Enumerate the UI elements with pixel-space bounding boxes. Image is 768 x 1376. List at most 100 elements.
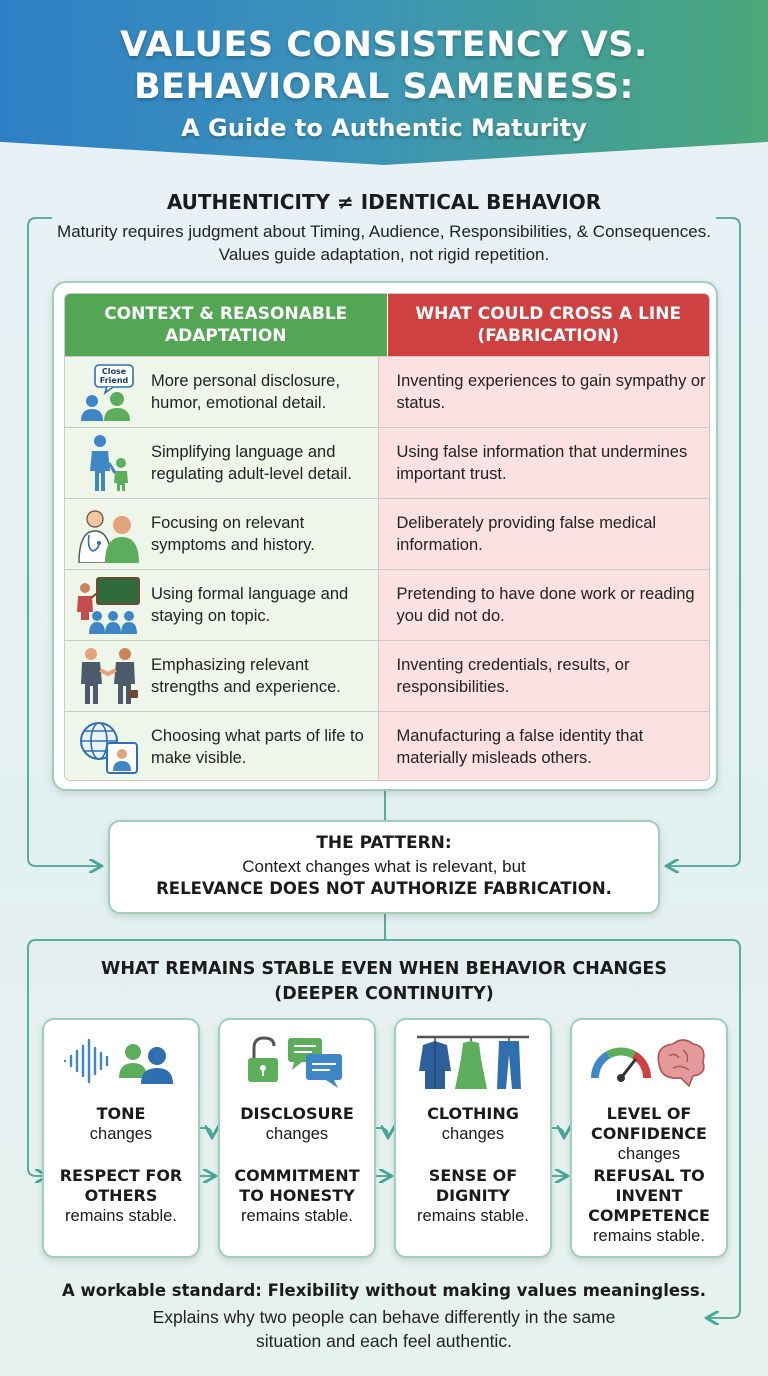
stable-title-2: OTHERS	[84, 1186, 158, 1205]
stable-word: remains stable.	[65, 1207, 177, 1225]
changes-label: TONE changes	[44, 1104, 198, 1174]
left-column-header: CONTEXT & REASONABLE ADAPTATION	[65, 294, 388, 356]
stable-heading-line2: (DEEPER CONTINUITY)	[274, 984, 494, 1004]
fabrication-text: Manufacturing a false identity that mate…	[396, 727, 644, 767]
voice-people-icon	[44, 1028, 198, 1094]
changes-word: changes	[265, 1125, 329, 1143]
table-row: Choosing what parts of life to make visi…	[65, 711, 709, 780]
classroom-icon	[65, 575, 151, 635]
pattern-heading: THE PATTERN:	[316, 833, 452, 853]
fabrication-cell: Manufacturing a false identity that mate…	[378, 712, 709, 780]
changes-word: changes	[441, 1125, 505, 1143]
fabrication-text: Inventing experiences to gain sympathy o…	[396, 372, 706, 412]
stable-heading: WHAT REMAINS STABLE EVEN WHEN BEHAVIOR C…	[0, 957, 768, 1007]
fabrication-text: Inventing credentials, results, or respo…	[396, 656, 630, 696]
changes-word: changes	[617, 1145, 681, 1163]
comparison-table: CONTEXT & REASONABLE ADAPTATION WHAT COU…	[64, 293, 710, 781]
parent-child-icon	[65, 433, 151, 493]
fabrication-cell: Deliberately providing false medical inf…	[378, 499, 709, 569]
page-subtitle: A Guide to Authentic Maturity	[181, 114, 587, 142]
stable-title-1: RESPECT FOR	[59, 1166, 183, 1185]
intro-line1: Maturity requires judgment about Timing,…	[57, 222, 711, 241]
table-header: CONTEXT & REASONABLE ADAPTATION WHAT COU…	[65, 294, 709, 356]
stable-title-2: DIGNITY	[435, 1186, 511, 1205]
changes-label: CLOTHING changes	[396, 1104, 550, 1174]
fabrication-cell: Inventing experiences to gain sympathy o…	[378, 357, 709, 427]
adaptation-text: Using formal language and staying on top…	[151, 585, 349, 625]
table-row: Emphasizing relevant strengths and exper…	[65, 640, 709, 711]
fabrication-text: Using false information that undermines …	[396, 443, 688, 483]
doctor-patient-icon	[65, 504, 151, 564]
stable-title-3: COMPETENCE	[588, 1206, 710, 1225]
adaptation-cell: Using formal language and staying on top…	[65, 570, 379, 640]
adaptation-text: Focusing on relevant symptoms and histor…	[151, 514, 315, 554]
changes-title-1: LEVEL OF	[606, 1104, 692, 1123]
close-friend-label-1: Close	[102, 367, 127, 376]
stable-title-2: INVENT	[615, 1186, 683, 1205]
page-title-line1: VALUES CONSISTENCY VS.	[120, 25, 648, 65]
fabrication-cell: Inventing credentials, results, or respo…	[378, 641, 709, 711]
changes-title: TONE	[96, 1104, 146, 1123]
table-row: Focusing on relevant symptoms and histor…	[65, 498, 709, 569]
intro-line2: Values guide adaptation, not rigid repet…	[218, 245, 550, 264]
handshake-icon	[65, 646, 151, 706]
lock-chat-icon	[220, 1028, 374, 1094]
clothing-rack-icon	[396, 1028, 550, 1094]
stable-label: RESPECT FOR OTHERS remains stable.	[44, 1166, 198, 1227]
adaptation-text: Choosing what parts of life to make visi…	[151, 727, 364, 767]
stable-label: COMMITMENT TO HONESTY remains stable.	[220, 1166, 374, 1227]
comparison-table-card: CONTEXT & REASONABLE ADAPTATION WHAT COU…	[52, 281, 718, 791]
stable-title-1: SENSE OF	[428, 1166, 518, 1185]
gauge-brain-icon	[572, 1028, 726, 1094]
footer-line2: situation and each feel authentic.	[256, 1331, 512, 1351]
changes-label: LEVEL OF CONFIDENCE changes	[572, 1104, 726, 1174]
table-row: Using formal language and staying on top…	[65, 569, 709, 640]
stable-title-2: TO HONESTY	[239, 1186, 355, 1205]
adaptation-text: Simplifying language and regulating adul…	[151, 443, 352, 483]
table-row: Simplifying language and regulating adul…	[65, 427, 709, 498]
fabrication-text: Deliberately providing false medical inf…	[396, 514, 657, 554]
footer-line1: Explains why two people can behave diffe…	[152, 1307, 616, 1327]
adaptation-text: Emphasizing relevant strengths and exper…	[151, 656, 341, 696]
stable-title-1: REFUSAL TO	[593, 1166, 705, 1185]
changes-title: DISCLOSURE	[240, 1104, 354, 1123]
adaptation-text: More personal disclosure, humor, emotion…	[151, 372, 340, 412]
stable-title-1: COMMITMENT	[234, 1166, 360, 1185]
fabrication-text: Pretending to have done work or reading …	[396, 585, 695, 625]
title-banner: VALUES CONSISTENCY VS. BEHAVIORAL SAMENE…	[0, 0, 768, 165]
adaptation-cell: Emphasizing relevant strengths and exper…	[65, 641, 379, 711]
adaptation-cell: Simplifying language and regulating adul…	[65, 428, 379, 498]
pattern-box: THE PATTERN: Context changes what is rel…	[108, 820, 660, 914]
stable-label: REFUSAL TO INVENT COMPETENCE remains sta…	[572, 1166, 726, 1247]
stable-label: SENSE OF DIGNITY remains stable.	[396, 1166, 550, 1227]
intro-text: Maturity requires judgment about Timing,…	[0, 220, 768, 266]
close-friend-label-2: Friend	[100, 376, 129, 385]
adaptation-cell: Choosing what parts of life to make visi…	[65, 712, 379, 780]
page-title-line2: BEHAVIORAL SAMENESS:	[133, 67, 635, 107]
adaptation-cell: Focusing on relevant symptoms and histor…	[65, 499, 379, 569]
intro-heading: AUTHENTICITY ≠ IDENTICAL BEHAVIOR	[166, 190, 602, 214]
pattern-line1: Context changes what is relevant, but	[242, 857, 526, 876]
stability-card-clothing: CLOTHING changes SENSE OF DIGNITY remain…	[394, 1018, 552, 1258]
footer-section: A workable standard: Flexibility without…	[0, 1281, 768, 1353]
stable-word: remains stable.	[593, 1227, 705, 1245]
fabrication-cell: Using false information that undermines …	[378, 428, 709, 498]
changes-title: CLOTHING	[427, 1104, 519, 1123]
stability-card-disclosure: DISCLOSURE changes COMMITMENT TO HONESTY…	[218, 1018, 376, 1258]
stable-word: remains stable.	[241, 1207, 353, 1225]
stable-word: remains stable.	[417, 1207, 529, 1225]
fabrication-cell: Pretending to have done work or reading …	[378, 570, 709, 640]
adaptation-cell: Close Friend More personal disclosure, h…	[65, 357, 379, 427]
stability-card-tone: TONE changes RESPECT FOR OTHERS remains …	[42, 1018, 200, 1258]
globe-profile-icon	[65, 717, 151, 777]
stability-card-confidence: LEVEL OF CONFIDENCE changes REFUSAL TO I…	[570, 1018, 728, 1258]
right-column-header: WHAT COULD CROSS A LINE (FABRICATION)	[387, 294, 709, 356]
intro-section: AUTHENTICITY ≠ IDENTICAL BEHAVIOR Maturi…	[0, 190, 768, 266]
pattern-line2: RELEVANCE DOES NOT AUTHORIZE FABRICATION…	[156, 879, 612, 898]
changes-label: DISCLOSURE changes	[220, 1104, 374, 1174]
stable-heading-line1: WHAT REMAINS STABLE EVEN WHEN BEHAVIOR C…	[101, 959, 667, 979]
footer-text: Explains why two people can behave diffe…	[0, 1305, 768, 1353]
changes-title-2: CONFIDENCE	[591, 1124, 707, 1143]
footer-heading: A workable standard: Flexibility without…	[62, 1281, 706, 1300]
changes-word: changes	[89, 1125, 153, 1143]
